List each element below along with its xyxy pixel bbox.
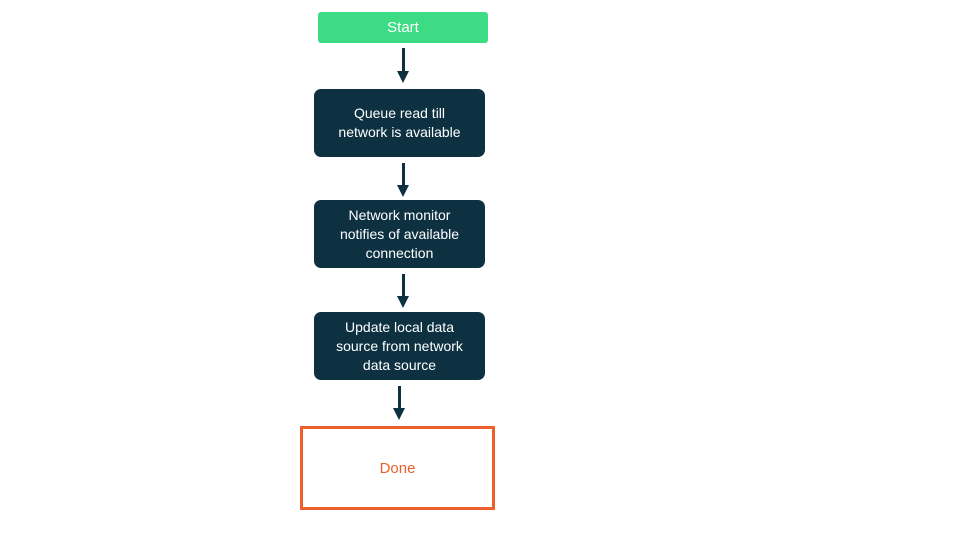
- flow-arrow-queue-to-monitor: [397, 163, 410, 197]
- flow-arrow-start-to-queue: [397, 48, 410, 83]
- flow-arrow-monitor-to-update: [397, 274, 410, 308]
- arrow-down-icon: [397, 71, 409, 83]
- arrow-shaft: [402, 48, 405, 71]
- flow-node-update-local-label: Update local data source from network da…: [336, 318, 463, 373]
- flow-node-queue-read: Queue read till network is available: [314, 89, 485, 157]
- flow-node-start-label: Start: [387, 19, 419, 36]
- arrow-down-icon: [393, 408, 405, 420]
- flow-arrow-update-to-done: [393, 386, 406, 420]
- flow-node-network-monitor-label: Network monitor notifies of available co…: [339, 206, 460, 261]
- arrow-down-icon: [397, 185, 409, 197]
- arrow-shaft: [402, 163, 405, 185]
- arrow-shaft: [402, 274, 405, 296]
- flow-node-update-local: Update local data source from network da…: [314, 312, 485, 380]
- flow-node-start: Start: [318, 12, 488, 43]
- flow-node-done: Done: [300, 426, 495, 510]
- arrow-down-icon: [397, 296, 409, 308]
- arrow-shaft: [398, 386, 401, 408]
- flow-node-queue-read-label: Queue read till network is available: [338, 105, 461, 140]
- flow-node-network-monitor: Network monitor notifies of available co…: [314, 200, 485, 268]
- flow-node-done-label: Done: [379, 459, 416, 477]
